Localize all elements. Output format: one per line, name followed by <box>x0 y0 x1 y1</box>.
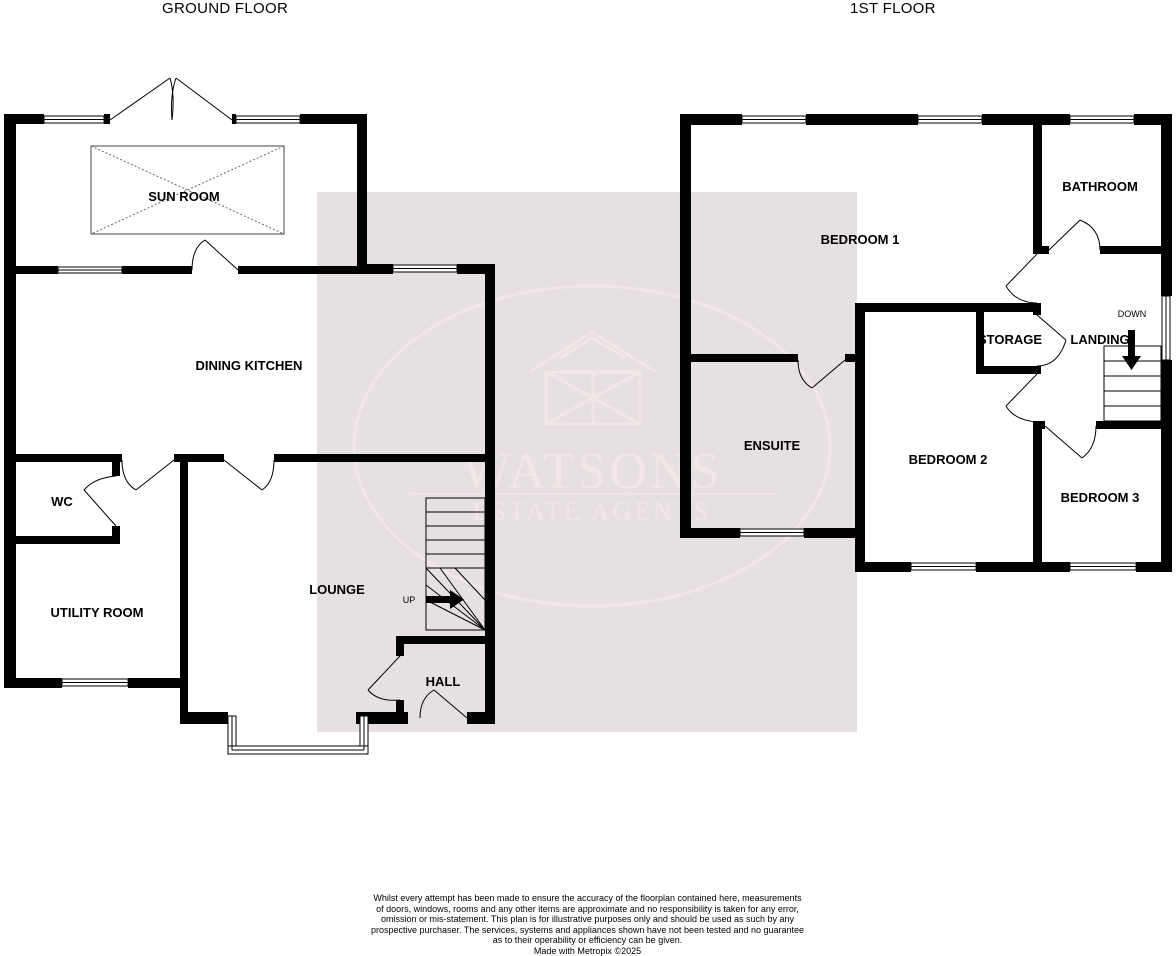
kitchen-door-icon <box>191 239 239 271</box>
watermark-title: WATSONS <box>462 443 723 500</box>
hall-door-icon <box>367 655 401 701</box>
lounge-door-icon <box>223 459 275 491</box>
dining-kitchen-label: DINING KITCHEN <box>196 358 303 373</box>
french-doors-icon <box>109 77 233 121</box>
disclaimer-credit: Made with Metropix ©2025 <box>533 945 642 956</box>
stairs-up-label: UP <box>403 595 416 605</box>
lounge-bottom-walls <box>180 636 495 724</box>
watermark-logo-icon <box>529 330 657 426</box>
bedroom3-label: BEDROOM 3 <box>1061 490 1140 505</box>
utility-door-icon <box>121 459 175 491</box>
wc-door-icon <box>83 475 117 527</box>
disclaimer-line: as to their operability or efficiency ca… <box>492 935 683 945</box>
ensuite-label: ENSUITE <box>744 438 801 453</box>
watermark-subtitle: ESTATE AGENTS <box>473 497 711 526</box>
ground-floor-plan <box>4 77 495 755</box>
first-floor-title: 1ST FLOOR <box>850 0 936 17</box>
bathroom-label: BATHROOM <box>1062 179 1138 194</box>
disclaimer-line: Whilst every attempt has been made to en… <box>373 893 802 903</box>
disclaimer: Whilst every attempt has been made to en… <box>350 893 825 956</box>
ensuite-door-icon <box>797 359 846 389</box>
kitchen-windows <box>57 264 458 274</box>
room-labels: SUN ROOM DINING KITCHEN WC UTILITY ROOM … <box>51 179 1147 689</box>
disclaimer-line: of doors, windows, rooms and any other i… <box>376 903 799 914</box>
wc-walls <box>4 462 120 544</box>
sun-room-label: SUN ROOM <box>148 189 220 204</box>
skylight <box>90 145 285 235</box>
kitchen-top-walls <box>4 264 495 724</box>
stairs-down-arrow-icon <box>1122 330 1141 370</box>
ground-floor-title: GROUND FLOOR <box>162 0 289 17</box>
bedroom1-label: BEDROOM 1 <box>821 232 900 247</box>
front-door-icon <box>419 689 468 719</box>
utility-bottom-walls <box>4 678 188 724</box>
landing-label: LANDING <box>1070 332 1129 347</box>
wc-label: WC <box>51 494 73 509</box>
bedroom2-door-icon <box>1005 373 1038 423</box>
bathroom-door-icon <box>1048 219 1101 251</box>
stairs-up-arrow-icon <box>426 590 464 609</box>
bay-window <box>227 715 369 755</box>
disclaimer-line: prospective purchaser. The services, sys… <box>370 924 805 935</box>
first-floor-outer-walls <box>680 114 1172 572</box>
lounge-top-walls <box>4 454 489 724</box>
watermark-ellipse <box>352 284 832 608</box>
hall-label: HALL <box>426 674 461 689</box>
bedroom2-label: BEDROOM 2 <box>909 452 988 467</box>
sun-room-walls <box>4 114 367 688</box>
stairs-down-label: DOWN <box>1118 309 1147 319</box>
lounge-label: LOUNGE <box>309 582 365 597</box>
utility-window <box>61 678 129 687</box>
disclaimer-line: omission or mis-statement. This plan is … <box>380 914 795 924</box>
first-floor-windows <box>739 115 1171 571</box>
utility-room-label: UTILITY ROOM <box>51 605 144 620</box>
first-floor-interior-walls <box>680 114 1172 572</box>
first-floor-plan <box>680 114 1172 572</box>
storage-door-icon <box>1036 314 1067 367</box>
bedroom1-door-icon <box>1005 253 1038 304</box>
storage-label: STORAGE <box>978 332 1042 347</box>
sun-room-windows <box>43 115 301 124</box>
bedroom3-door-icon <box>1044 425 1097 459</box>
